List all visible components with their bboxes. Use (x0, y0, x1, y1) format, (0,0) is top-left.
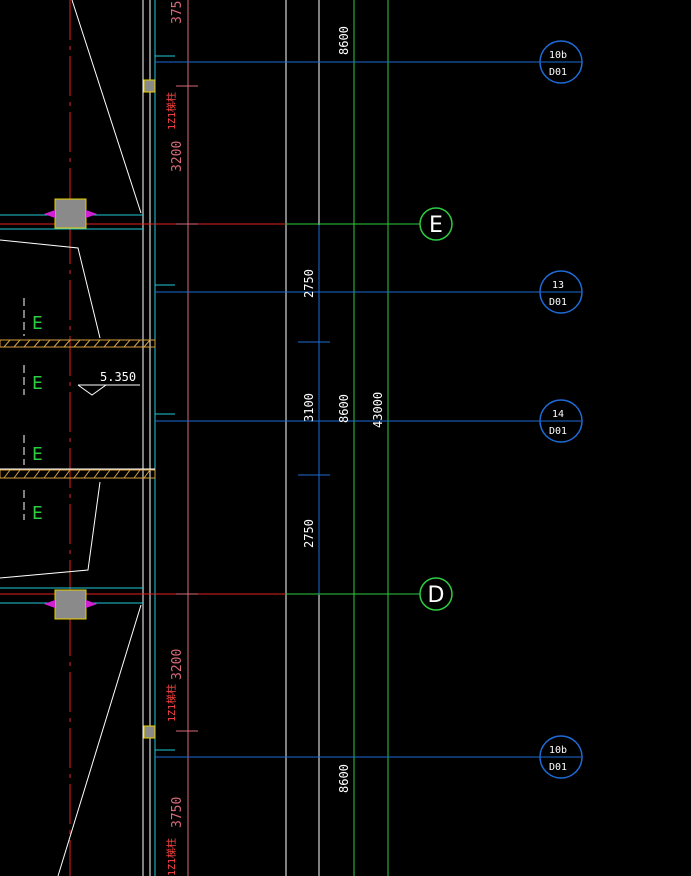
stair-diag-lower (0, 481, 101, 579)
section-marker-3-num: 14 (552, 409, 564, 420)
column-upper-marker-left (44, 210, 55, 218)
section-marker-1-num: 10b (549, 50, 567, 61)
e-label-2: E (32, 373, 43, 394)
dim-total-43000: 43000 (371, 392, 385, 428)
axis-bubble-e-circle (419, 207, 453, 241)
dimension-ticks (176, 85, 198, 732)
column-lower-marker-right (86, 600, 97, 608)
columns (44, 79, 156, 739)
dim-top-8600: 8600 (337, 26, 351, 55)
hatch-upper-strokes (3, 339, 151, 348)
axis-label-d: D (428, 583, 445, 608)
section-marker-4[interactable]: 10b D01 (539, 735, 583, 779)
dim-middle-3100: 3100 (302, 393, 316, 422)
level-triangle (77, 384, 107, 396)
room-outlines (0, 214, 143, 604)
axis-label-e: E (429, 213, 443, 238)
section-marker-4-circle (539, 735, 583, 779)
level-value: 5.350 (100, 370, 136, 384)
stair-diag-bottom (57, 604, 142, 876)
e-label-1: E (32, 313, 43, 334)
hatch-lower (0, 469, 156, 479)
section-marker-4-num: 10b (549, 745, 567, 756)
section-marker-1-sheet: D01 (549, 67, 567, 78)
landing-hatches (0, 339, 156, 479)
section-marker-2-num: 13 (552, 280, 564, 291)
section-marker-4-sheet: D01 (549, 762, 567, 773)
section-marker-2-circle (539, 270, 583, 314)
section-marker-2-sheet: D01 (549, 297, 567, 308)
column-lower (54, 589, 87, 620)
blue-grid-lines (155, 61, 540, 758)
dim-lower-2750: 2750 (302, 519, 316, 548)
axis-bubble-e[interactable]: E (419, 207, 453, 241)
dim-lower-3200: 3200 (170, 649, 185, 680)
dim-upper-2750: 2750 (302, 269, 316, 298)
column-upper-marker-right (86, 210, 97, 218)
e-label-4: E (32, 503, 43, 524)
section-marker-3[interactable]: 14 D01 (539, 399, 583, 443)
e-labels: E E E E (32, 313, 43, 524)
column-lower-marker-left (44, 600, 55, 608)
tag-2: 1Z1梯柱 (165, 684, 178, 722)
level-symbol: 5.350 (77, 370, 140, 396)
dimension-texts: 375 3200 3200 3750 1Z1梯柱 1Z1梯柱 1Z1梯柱 275… (165, 1, 385, 876)
axis-bubble-d-circle (419, 577, 453, 611)
section-marker-1-circle (539, 40, 583, 84)
stair-diag-top (71, 0, 142, 214)
hatch-lower-strokes (3, 469, 151, 479)
dim-bottom-3750: 3750 (170, 797, 185, 828)
hatch-upper (0, 339, 156, 348)
cyan-ticks (155, 55, 175, 751)
vertical-lines (69, 0, 389, 876)
tag-1: 1Z1梯柱 (165, 92, 178, 130)
e-label-3: E (32, 444, 43, 465)
dim-top-partial: 375 (170, 1, 185, 24)
axis-bubble-d[interactable]: D (419, 577, 453, 611)
small-column-top (143, 79, 156, 93)
column-upper (54, 198, 87, 229)
small-column-bottom (143, 725, 156, 739)
dim-upper-3200: 3200 (170, 141, 185, 172)
section-marker-2[interactable]: 13 D01 (539, 270, 583, 314)
dim-middle-8600: 8600 (337, 394, 351, 423)
stair-diag-upper (0, 239, 101, 339)
tag-3: 1Z1梯柱 (165, 838, 178, 876)
dim-bottom-8600: 8600 (337, 764, 351, 793)
section-marker-1[interactable]: 10b D01 (539, 40, 583, 84)
section-marker-3-circle (539, 399, 583, 443)
section-marker-3-sheet: D01 (549, 426, 567, 437)
